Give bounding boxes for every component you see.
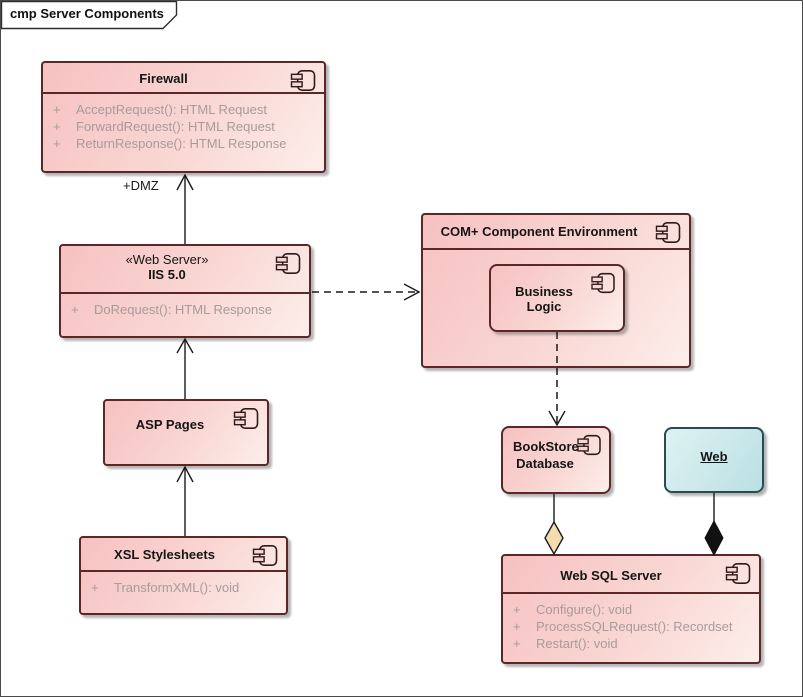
component-com-environment[interactable]: COM+ Component Environment — [421, 213, 691, 368]
node-title: Firewall — [139, 71, 188, 86]
operation: +Restart(): void — [513, 636, 618, 651]
component-iis[interactable]: «Web Server» IIS 5.0 +DoRequest(): HTML … — [59, 244, 311, 338]
node-title: Web — [700, 449, 728, 464]
edge-label-dmz: +DMZ — [123, 178, 159, 193]
component-icon — [576, 434, 602, 461]
component-icon — [274, 252, 302, 280]
operation: +TransformXML(): void — [91, 580, 240, 595]
component-web-sql-server[interactable]: Web SQL Server +Configure(): void +Proce… — [501, 554, 761, 664]
node-title: XSL Stylesheets — [114, 547, 215, 562]
operation: +Configure(): void — [513, 602, 633, 617]
operation: +DoRequest(): HTML Response — [71, 302, 272, 317]
component-icon — [590, 272, 616, 299]
node-title: Business Logic — [515, 284, 573, 314]
diagram-title: cmp Server Components — [10, 6, 164, 21]
component-firewall[interactable]: Firewall +AcceptRequest(): HTML Request … — [41, 61, 326, 173]
node-stereotype: «Web Server» — [125, 252, 209, 267]
operation: +ProcessSQLRequest(): Recordset — [513, 619, 733, 634]
component-asp-pages[interactable]: ASP Pages — [103, 399, 269, 466]
component-xsl-stylesheets[interactable]: XSL Stylesheets +TransformXML(): void — [79, 536, 288, 615]
component-business-logic[interactable]: Business Logic — [489, 264, 625, 332]
component-bookstore-database[interactable]: BookStore Database — [501, 426, 611, 494]
frame-tab — [1, 1, 178, 30]
component-icon — [251, 544, 279, 572]
edge-iis-com-dependency[interactable] — [312, 283, 421, 301]
edge-bookstore-websql-aggregation[interactable] — [544, 494, 564, 556]
node-title: ASP Pages — [135, 417, 205, 432]
component-icon — [232, 407, 260, 435]
operation: +ReturnResponse(): HTML Response — [53, 136, 287, 151]
artifact-web[interactable]: Web — [664, 427, 764, 493]
node-title: BookStore Database — [513, 439, 579, 471]
component-icon — [289, 69, 317, 97]
edge-iis-firewall-dmz[interactable] — [176, 173, 194, 244]
component-icon — [724, 562, 752, 590]
node-title: Web SQL Server — [560, 568, 662, 583]
edge-web-websql-composition[interactable] — [704, 493, 724, 557]
node-title: IIS 5.0 — [148, 267, 186, 282]
edge-xsl-asp[interactable] — [176, 465, 194, 536]
operation: +AcceptRequest(): HTML Request — [53, 102, 267, 117]
operation: +ForwardRequest(): HTML Request — [53, 119, 275, 134]
component-icon — [654, 221, 682, 249]
node-title: COM+ Component Environment — [440, 224, 638, 239]
edge-asp-iis[interactable] — [176, 337, 194, 399]
